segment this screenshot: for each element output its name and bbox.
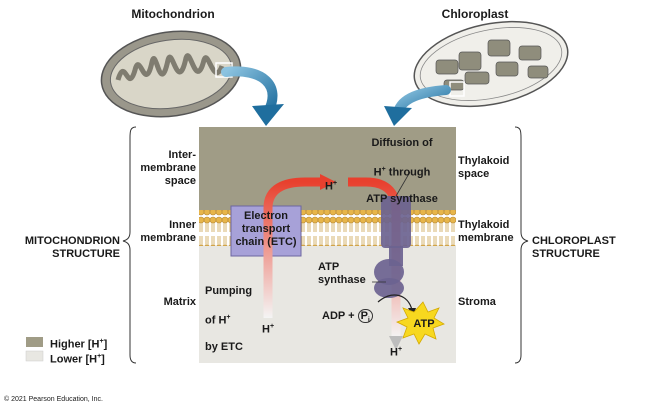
pumping-arrowhead <box>320 174 336 190</box>
thylakoid-space-label: Thylakoid space <box>458 155 510 180</box>
h-ion-top: H+ <box>325 177 337 194</box>
stroma-label: Stroma <box>458 296 496 308</box>
adp-atp-arrow <box>377 294 413 311</box>
mitochondrion-illustration <box>100 30 242 118</box>
h-ion-right-bottom: H+ <box>390 343 402 360</box>
adp-text: ADP + <box>322 310 358 322</box>
h-ion-top-text: H <box>325 180 333 193</box>
mito-structure-label: MITOCHONDRION STRUCTURE <box>24 235 120 260</box>
legend-lower-charge: + <box>97 353 102 360</box>
atp-synthase-label: ATP synthase <box>318 261 366 286</box>
thylakoid-membrane-label: Thylakoid membrane <box>458 219 514 244</box>
matrix-label: Matrix <box>163 296 196 308</box>
pumping-h-charge: + <box>226 314 231 321</box>
pumping-of-h: of H <box>205 314 227 327</box>
diffusion-line-3: ATP synthase <box>366 192 438 205</box>
diffusion-through: through <box>385 166 431 179</box>
mitochondrion-title: Mitochondrion <box>131 7 215 21</box>
diffusion-h-charge: + <box>381 166 386 173</box>
atp-burst <box>395 301 445 345</box>
chloro-zoom-arrowhead <box>384 106 412 126</box>
diffusion-arrowhead <box>389 336 403 350</box>
h-ion-right-charge: + <box>397 346 403 353</box>
legend-higher-charge: + <box>99 338 104 345</box>
legend-higher-text: Higher [H <box>50 338 100 351</box>
h-ion-right-text: H <box>390 346 398 359</box>
legend-higher-swatch <box>26 337 43 347</box>
chloro-structure-label: CHLOROPLAST STRUCTURE <box>532 235 616 260</box>
chloroplast-title: Chloroplast <box>441 7 509 21</box>
low-h-region <box>199 246 456 363</box>
pi-subscript: i <box>367 317 370 325</box>
pumping-line-3: by ETC <box>205 340 243 353</box>
pumping-line-2: of H+ <box>205 311 267 328</box>
pumping-label: Pumping of H+ by ETC <box>205 272 267 367</box>
copyright: © 2021 Pearson Education, Inc. <box>4 396 103 403</box>
legend-higher: Higher [H+] <box>50 335 107 352</box>
pumping-line-1: Pumping <box>205 285 253 297</box>
legend-lower: Lower [H+] <box>50 350 105 367</box>
adp-pi-label: ADP + Pi <box>322 309 373 327</box>
pi-circle: Pi <box>357 309 373 325</box>
legend-lower-text: Lower [H <box>50 353 98 366</box>
high-h-region <box>199 127 456 210</box>
diffusion-h: H <box>373 166 382 179</box>
h-ion-left-text: H <box>262 323 270 336</box>
diffusion-line-2: H+ through <box>360 163 444 180</box>
etc-label: Electron transport chain (ETC) <box>235 210 297 248</box>
intermembrane-label: Inter- membrane space <box>140 149 196 187</box>
legend-higher-close: ] <box>103 338 108 351</box>
h-ion-top-charge: + <box>332 180 338 187</box>
legend-lower-swatch <box>25 350 44 362</box>
mito-zoom-arrowhead <box>252 104 284 126</box>
diffusion-line-1: Diffusion of <box>371 137 433 149</box>
diffusion-leader <box>395 171 411 197</box>
chloro-bracket <box>514 126 529 364</box>
legend-lower-close: ] <box>101 353 105 366</box>
diffusion-label: Diffusion of H+ through ATP synthase <box>360 124 444 219</box>
inner-membrane-label: Inner membrane <box>140 219 196 244</box>
mito-zoom-arrow <box>221 66 278 117</box>
mito-bracket <box>122 126 137 364</box>
pi-text: P <box>360 310 368 322</box>
atp-label: ATP <box>413 318 435 330</box>
h-ion-left-charge: + <box>269 323 275 330</box>
atp-synthase <box>374 196 411 298</box>
pumping-arrow <box>263 177 322 318</box>
h-ion-left-bottom: H+ <box>262 320 274 337</box>
chloroplast-illustration <box>413 20 569 108</box>
